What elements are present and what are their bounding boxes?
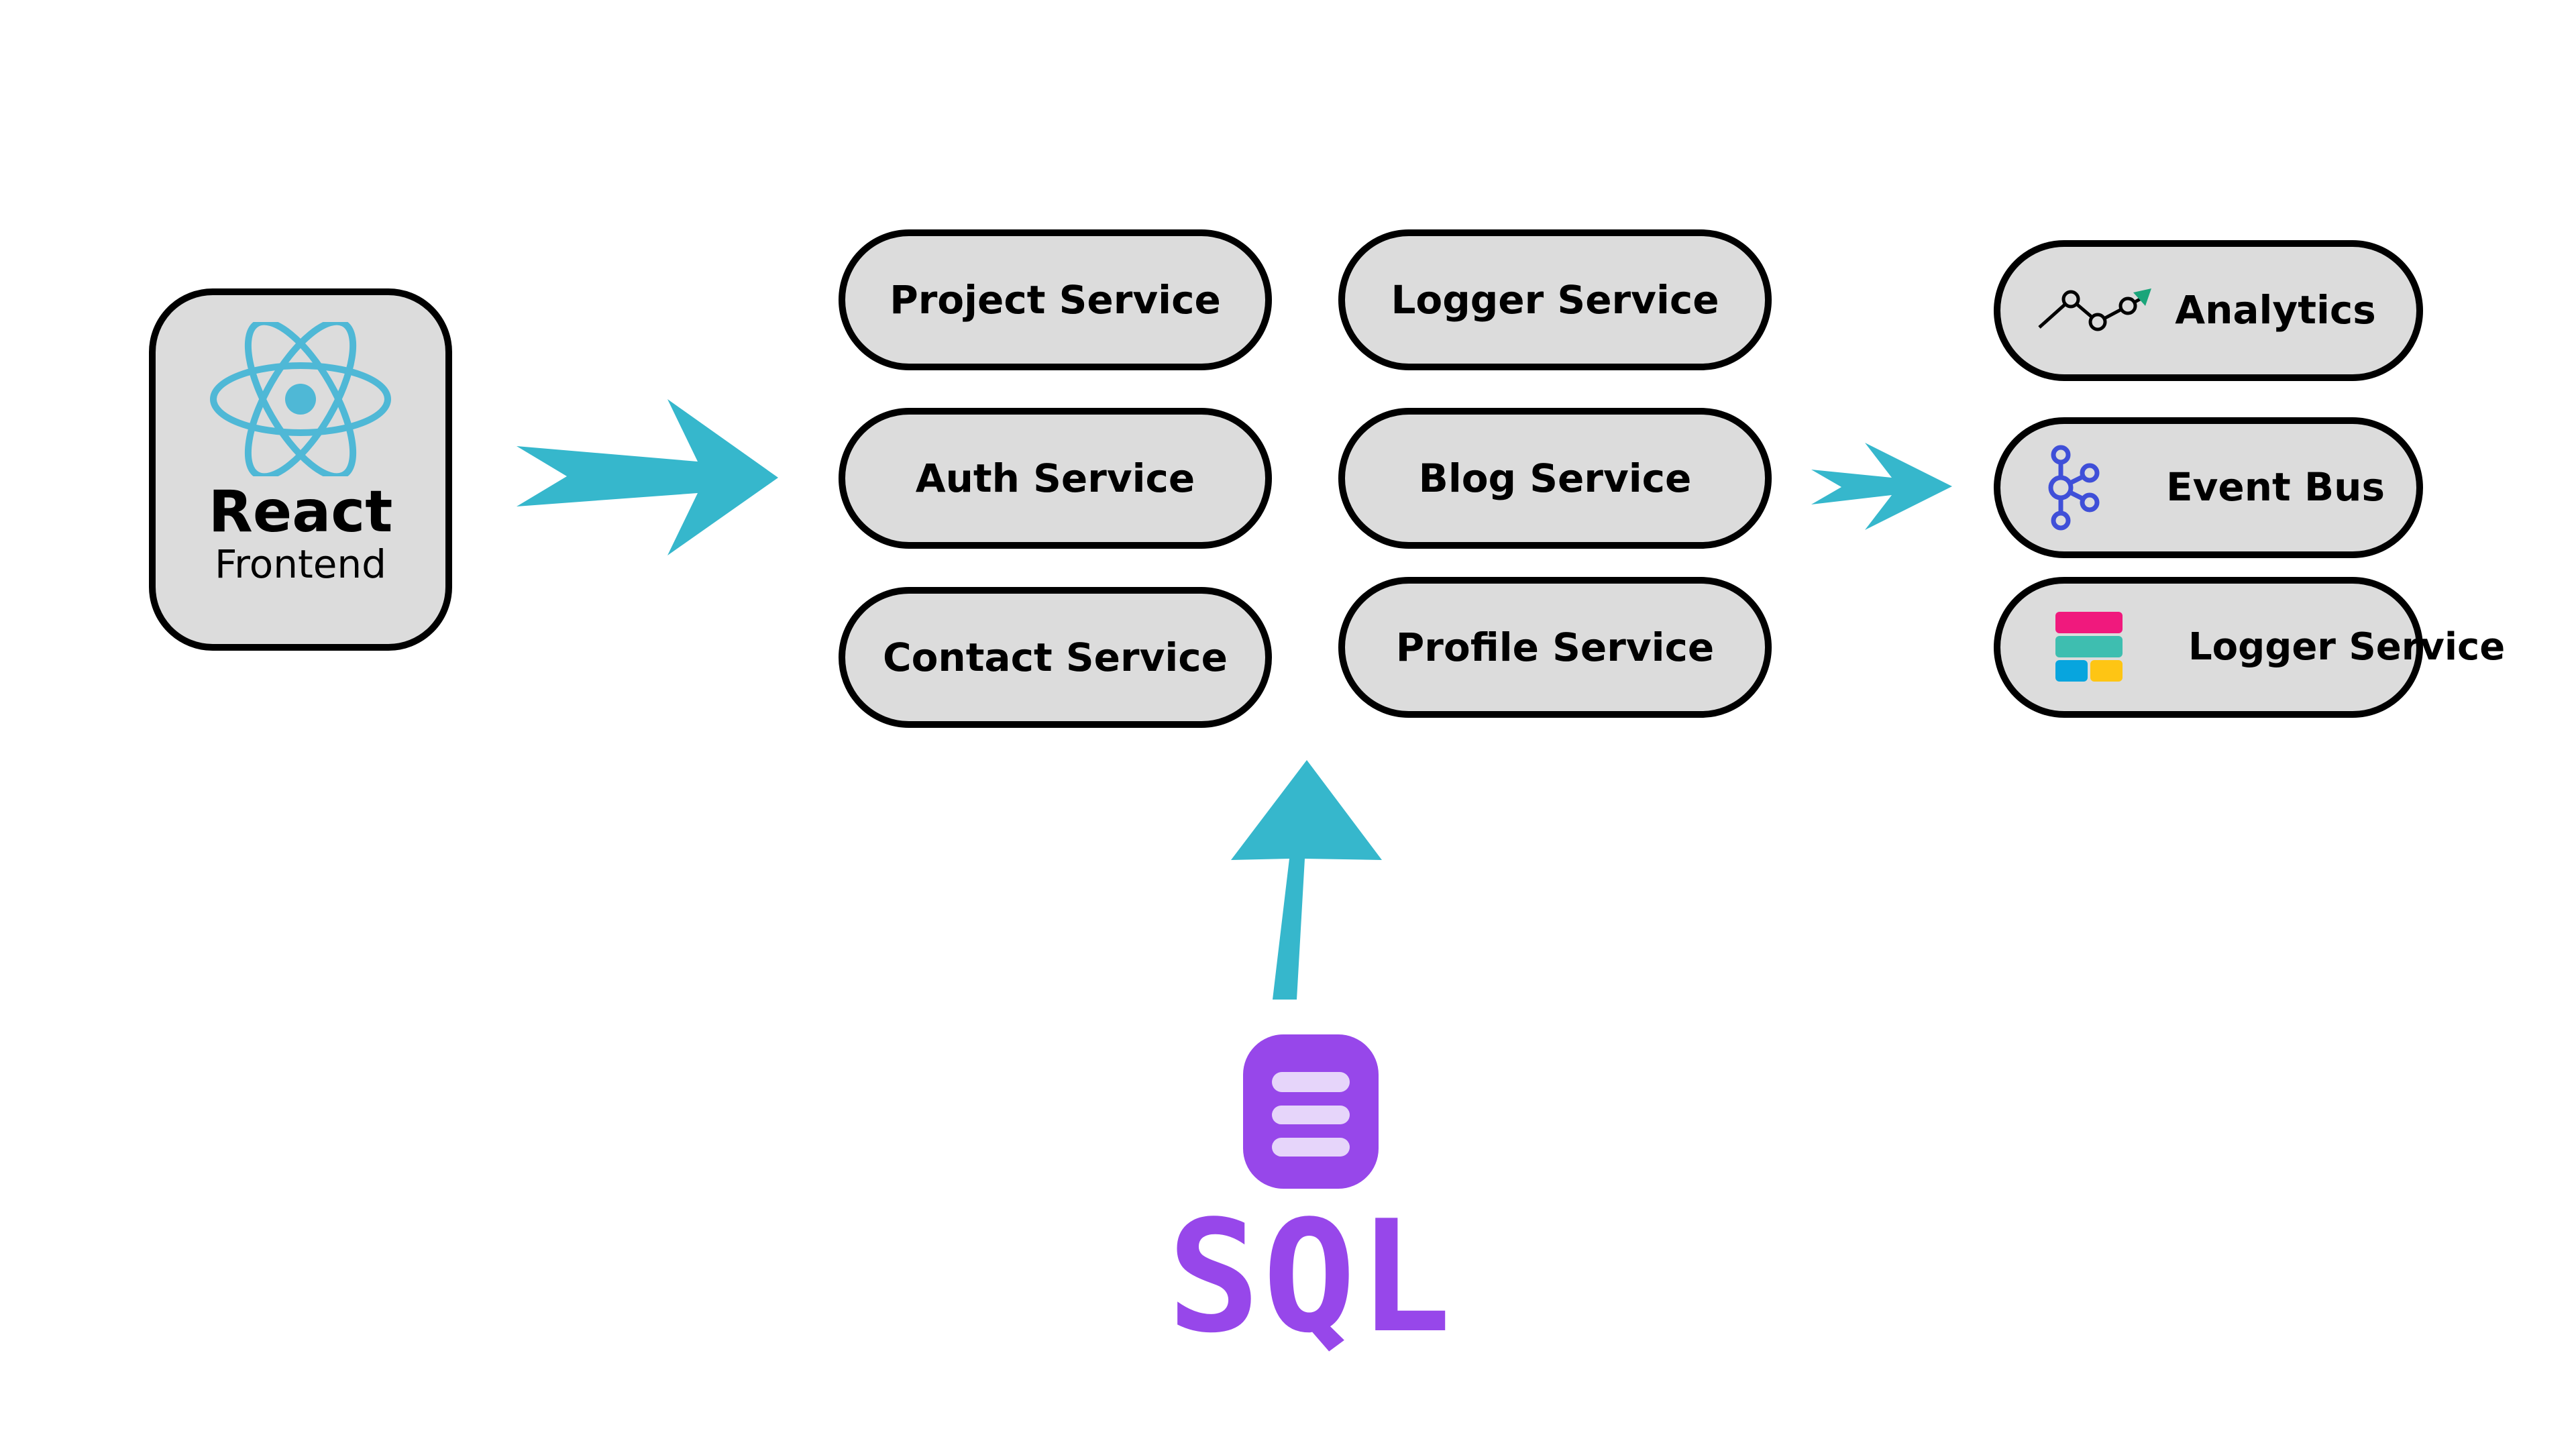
frontend-subtitle: Frontend (215, 541, 386, 588)
auth-service-node: Auth Service (839, 408, 1272, 549)
analytics-node: Analytics (1994, 240, 2423, 381)
external-label: Analytics (2175, 287, 2376, 333)
service-label: Logger Service (1391, 277, 1719, 323)
service-label: Profile Service (1395, 625, 1715, 670)
frontend-title: React (208, 478, 393, 545)
logger-service-node: Logger Service (1338, 229, 1772, 370)
react-atom-icon (210, 322, 391, 476)
external-label: Logger Service (2188, 625, 2506, 669)
external-label: Event Bus (2166, 464, 2385, 511)
sql-label: SQL (1167, 1188, 1454, 1367)
arrow-database-to-services (1231, 760, 1382, 1000)
contact-service-node: Contact Service (839, 587, 1272, 728)
react-frontend-node: React Frontend (149, 288, 452, 651)
arrow-services-to-external (1811, 443, 1952, 530)
service-label: Project Service (890, 277, 1221, 323)
elastic-icon (2055, 612, 2123, 682)
analytics-chart-icon (2038, 288, 2151, 331)
profile-service-node: Profile Service (1338, 577, 1772, 718)
external-logger-service-node: Logger Service (1994, 577, 2506, 718)
service-label: Auth Service (915, 455, 1195, 501)
service-label: Blog Service (1418, 455, 1692, 501)
blog-service-node: Blog Service (1338, 408, 1772, 549)
project-service-node: Project Service (839, 229, 1272, 370)
kafka-icon (2048, 445, 2100, 531)
service-label: Contact Service (883, 635, 1228, 680)
event-bus-node: Event Bus (1994, 417, 2423, 558)
arrow-frontend-to-services (517, 399, 778, 555)
